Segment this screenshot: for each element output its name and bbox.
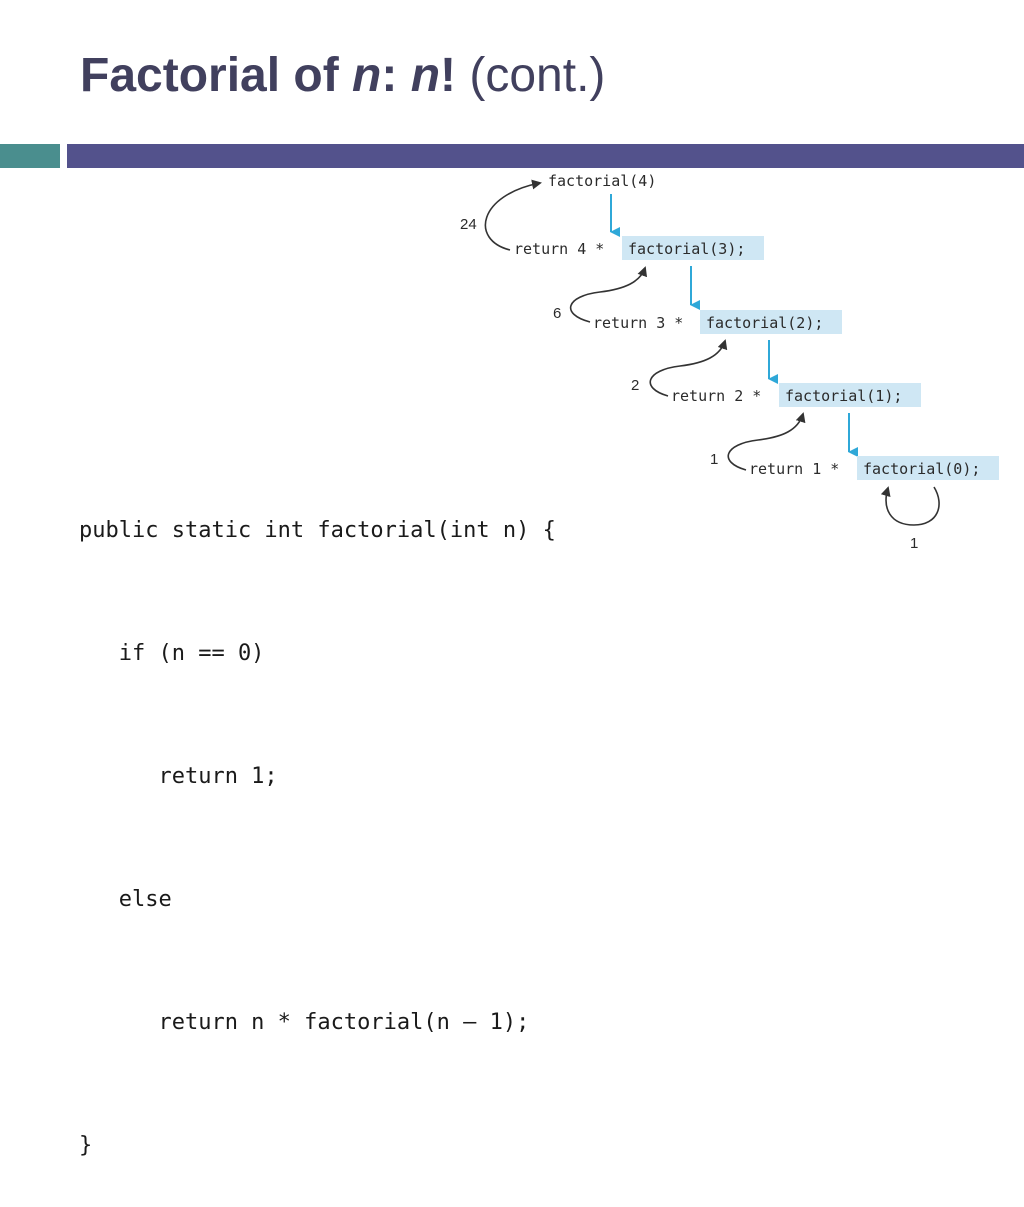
return-value: 6 bbox=[553, 305, 561, 322]
page-title: Factorial of n: n! (cont.) bbox=[80, 52, 605, 100]
base-case-value: 1 bbox=[910, 535, 918, 552]
return-value: 2 bbox=[631, 377, 639, 394]
title-n-variable: n bbox=[352, 49, 382, 102]
title-bang: ! bbox=[440, 49, 457, 102]
accent-bar-teal bbox=[0, 144, 60, 168]
return-arrow bbox=[649, 339, 728, 397]
return-arrow bbox=[569, 266, 648, 323]
return-arrow bbox=[484, 179, 542, 251]
call-highlight bbox=[857, 456, 999, 480]
title-text: Factorial of bbox=[80, 49, 353, 102]
base-case-arrow bbox=[880, 486, 940, 526]
recursive-call: factorial(2); bbox=[706, 314, 823, 332]
recursive-call: factorial(1); bbox=[785, 387, 902, 405]
return-value: 24 bbox=[460, 216, 477, 233]
return-text: return 1 * bbox=[749, 460, 839, 478]
title-cont: (cont.) bbox=[456, 49, 606, 102]
return-value: 1 bbox=[710, 451, 718, 468]
code-line: public static int factorial(int n) { bbox=[79, 518, 556, 543]
return-text: return 2 * bbox=[671, 387, 761, 405]
call-highlight bbox=[622, 236, 764, 260]
title-colon: : bbox=[381, 49, 411, 102]
top-call-label: factorial(4) bbox=[548, 172, 656, 190]
code-line: else bbox=[79, 887, 172, 912]
accent-bar-indigo bbox=[67, 144, 1024, 168]
call-highlight bbox=[700, 310, 842, 334]
return-text: return 4 * bbox=[514, 240, 604, 258]
code-line: return n * factorial(n – 1); bbox=[79, 1010, 530, 1035]
recursion-trace-diagram: factorial(4) return 4 * factorial(3); 24… bbox=[460, 172, 999, 552]
call-highlight bbox=[779, 383, 921, 407]
recursive-call: factorial(0); bbox=[863, 460, 980, 478]
code-line: } bbox=[79, 1133, 93, 1158]
return-text: return 3 * bbox=[593, 314, 683, 332]
code-line: if (n == 0) bbox=[79, 641, 265, 666]
return-arrow bbox=[727, 412, 806, 471]
title-n-factorial: n bbox=[410, 49, 441, 102]
recursive-call: factorial(3); bbox=[628, 240, 745, 258]
